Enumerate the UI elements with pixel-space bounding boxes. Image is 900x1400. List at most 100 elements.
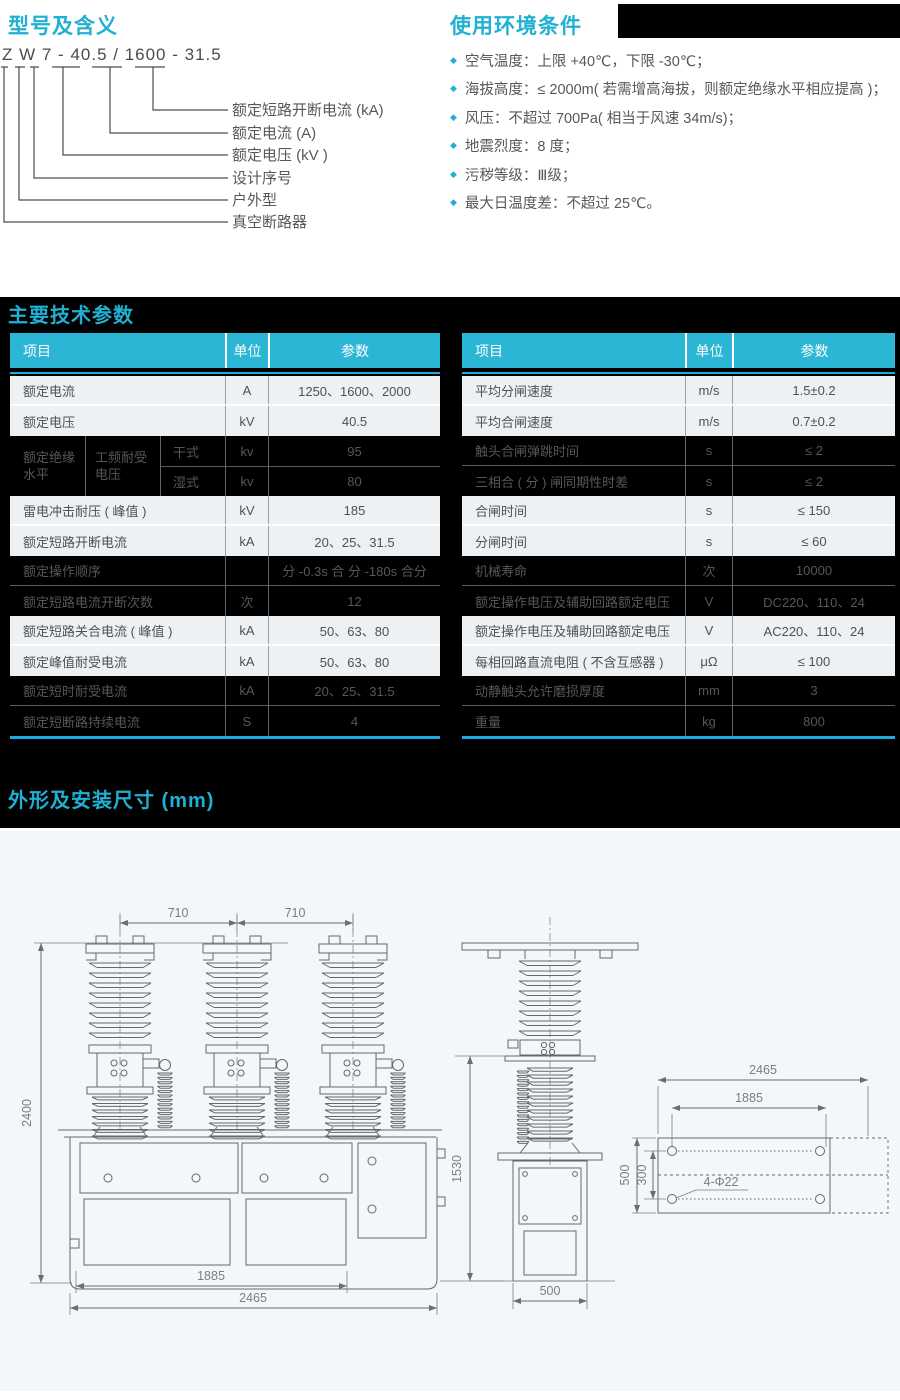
cell-value: 3 (732, 676, 895, 705)
cell-item: 触头合闸弹跳时间 (475, 444, 580, 459)
cell-item: 平均合闸速度 (475, 414, 554, 430)
model-label: 真空断路器 (232, 214, 308, 231)
model-breakdown-lines (1, 66, 228, 223)
column-header: 参数 (732, 333, 895, 368)
cell-item: 额定峰值耐受电流 (23, 654, 128, 670)
diamond-bullet-icon: ◆ (450, 54, 457, 65)
dim-label: 1885 (735, 1091, 763, 1105)
cell-item: 额定电流 (23, 383, 76, 399)
model-label: 设计序号 (232, 170, 293, 187)
section-title-environment: 使用环境条件 (450, 15, 582, 38)
dim-label: 2465 (749, 1063, 777, 1077)
dim-label: 710 (285, 906, 306, 920)
cell-value: ≤ 2 (732, 436, 895, 465)
table-row: 触头合闸弹跳时间 s ≤ 2 (462, 436, 895, 466)
cell-value: 1.5±0.2 (732, 376, 895, 404)
table-row: 额定短断路持续电流 S 4 (10, 706, 440, 736)
cell-unit: s (685, 436, 732, 465)
table-header: 项目 单位 参数 (10, 333, 440, 368)
model-code: Z W 7 - 40.5 / 1600 - 31.5 (2, 45, 222, 64)
cell-value: AC220、110、24 (732, 616, 895, 644)
cell-item: 三相合 ( 分 ) 闸同期性时差 (475, 474, 629, 490)
cell-unit: 次 (225, 586, 268, 616)
table-row: 额定峰值耐受电流 kA 50、63、80 (10, 646, 440, 676)
cell-value: ≤ 100 (732, 646, 895, 676)
model-label: 额定电压 (kV ) (232, 147, 328, 164)
cell-value: 分 -0.3s 合 分 -180s 合分 (268, 556, 440, 585)
dim-label: 2400 (20, 1099, 34, 1127)
column-header: 参数 (268, 333, 440, 368)
table-row: 额定短路关合电流 ( 峰值 ) kA 50、63、80 (10, 616, 440, 646)
table-row: 额定操作电压及辅助回路额定电压 V DC220、110、24 (462, 586, 895, 616)
cell-item: 额定短路关合电流 ( 峰值 ) (23, 623, 173, 639)
outline-drawing: 710 710 2400 1885 2465 (20, 906, 889, 1315)
section-title-dimensions: 外形及安装尺寸 (mm) (8, 790, 215, 812)
table-row: 机械寿命 次 10000 (462, 556, 895, 586)
table-row-merged: 额定绝缘水平 工频耐受电压 干式 湿式 kv kv 95 80 (10, 436, 440, 496)
cell-unit: μΩ (685, 646, 732, 676)
cell-item: 机械寿命 (475, 564, 528, 579)
table-row: 额定短时耐受电流 kA 20、25、31.5 (10, 676, 440, 706)
list-item: ◆空气温度：上限 +40℃，下限 -30℃； (450, 53, 711, 70)
cell-item: 额定操作电压及辅助回路额定电压 (475, 594, 671, 610)
cell-item: 额定短时耐受电流 (23, 684, 128, 699)
table-row: 平均合闸速度 m/s 0.7±0.2 (462, 406, 895, 436)
column-header: 项目 (23, 342, 51, 359)
cell-unit: kA (225, 616, 268, 644)
cell-item: 额定短路电流开断次数 (23, 594, 154, 610)
cell-value: 185 (268, 496, 440, 524)
cell-unit: s (685, 466, 732, 496)
cell-value: 0.7±0.2 (732, 406, 895, 436)
accent-line (10, 372, 440, 374)
table-row: 平均分闸速度 m/s 1.5±0.2 (462, 376, 895, 406)
cell-value: 20、25、31.5 (268, 526, 440, 556)
cell-values: 95 80 (268, 436, 440, 496)
environment-list: ◆空气温度：上限 +40℃，下限 -30℃； ◆海拔高度：≤ 2000m( 若需… (450, 46, 900, 217)
cell-value: 50、63、80 (268, 646, 440, 676)
cell-unit: kV (225, 496, 268, 524)
cell-unit: m/s (685, 376, 732, 404)
diamond-bullet-icon: ◆ (450, 197, 457, 208)
cell-unit: kg (685, 706, 732, 736)
table-row: 额定短路电流开断次数 次 12 (10, 586, 440, 616)
pole-front (85, 935, 406, 1140)
accent-line (462, 736, 895, 739)
cell-unit: s (685, 526, 732, 556)
cell-value: ≤ 60 (732, 526, 895, 556)
parameters-section: 主要技术参数 项目 单位 参数 额定电流 A 1250、1600、2000 额定… (0, 297, 900, 828)
cell-unit: m/s (685, 406, 732, 436)
table-row: 雷电冲击耐压 ( 峰值 ) kV 185 (10, 496, 440, 526)
table-row: 三相合 ( 分 ) 闸同期性时差 s ≤ 2 (462, 466, 895, 496)
dim-label: 1885 (197, 1269, 225, 1283)
cell-unit: kA (225, 526, 268, 556)
accent-line (10, 736, 440, 739)
dim-label: 710 (168, 906, 189, 920)
cell-value: DC220、110、24 (732, 586, 895, 616)
cell-item: 额定电压 (23, 414, 76, 430)
cell-value: 800 (732, 706, 895, 736)
cell-unit (225, 556, 268, 585)
dim-label: 4-Φ22 (704, 1175, 739, 1189)
parameters-table-left: 项目 单位 参数 额定电流 A 1250、1600、2000 额定电压 kV 4… (10, 333, 440, 739)
dim-label: 1530 (450, 1155, 464, 1183)
table-header: 项目 单位 参数 (462, 333, 895, 368)
cell-unit: s (685, 496, 732, 524)
model-label: 额定短路开断电流 (kA) (232, 102, 384, 119)
diamond-bullet-icon: ◆ (450, 140, 457, 151)
cell-value: 20、25、31.5 (268, 676, 440, 705)
cell-unit: V (685, 616, 732, 644)
dim-label: 500 (540, 1284, 561, 1298)
cell-value: 40.5 (268, 406, 440, 436)
model-label: 额定电流 (A) (232, 125, 317, 142)
cell-value: 10000 (732, 556, 895, 585)
list-item: ◆最大日温度差：不超过 25℃。 (450, 196, 661, 213)
cell-item: 额定操作电压及辅助回路额定电压 (475, 623, 671, 639)
cell-unit: V (685, 586, 732, 616)
cell-item: 分闸时间 (475, 534, 528, 550)
cell-unit: kA (225, 676, 268, 705)
accent-line (462, 372, 895, 374)
dim-label: 300 (635, 1165, 649, 1186)
table-row: 额定电流 A 1250、1600、2000 (10, 376, 440, 406)
list-item: ◆风压：不超过 700Pa( 相当于风速 34m/s)； (450, 110, 743, 127)
cell-unit: mm (685, 676, 732, 705)
